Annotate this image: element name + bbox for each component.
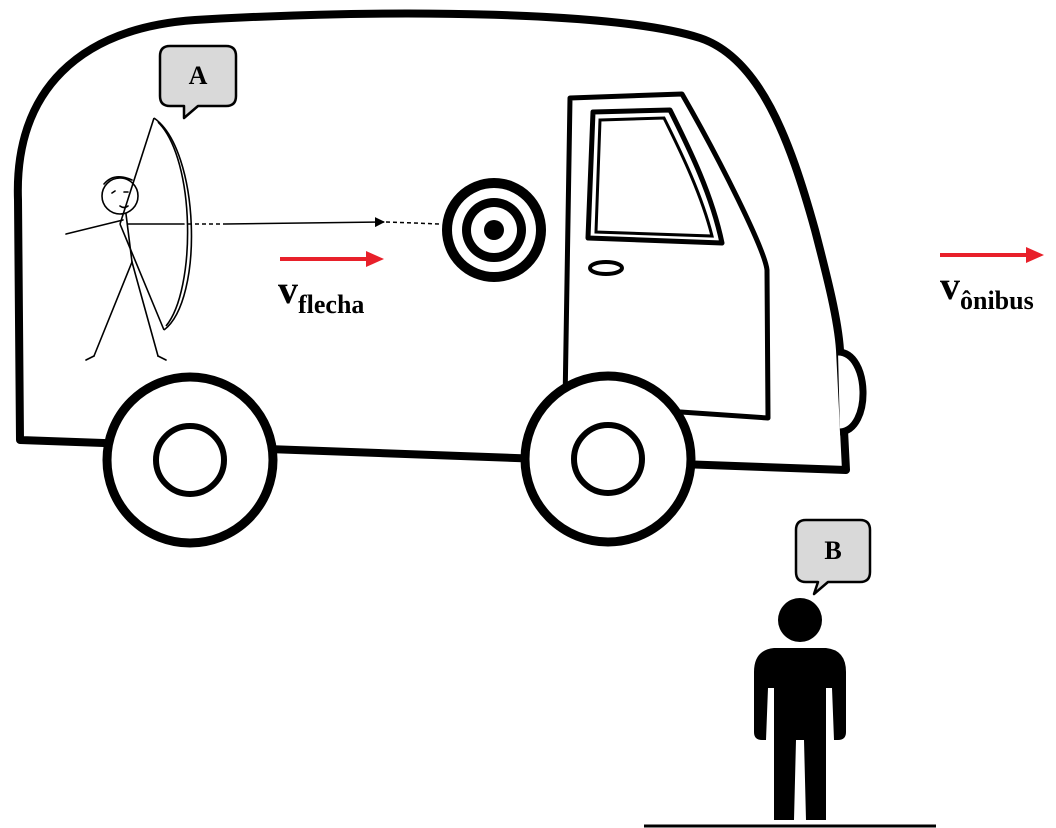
bow-icon bbox=[119, 117, 193, 331]
velocity-label-onibus: vônibus bbox=[940, 266, 1034, 314]
velocity-subscript-flecha: flecha bbox=[298, 290, 365, 319]
velocity-arrow-onibus bbox=[940, 247, 1044, 263]
target-icon bbox=[442, 178, 546, 282]
speech-bubble-b bbox=[794, 518, 872, 596]
arrow-trajectory-dashed-2 bbox=[385, 221, 441, 225]
velocity-arrow-flecha bbox=[280, 251, 384, 267]
velocity-subscript-onibus: ônibus bbox=[960, 286, 1034, 315]
speech-bubble-a bbox=[158, 44, 238, 120]
arrow-trajectory bbox=[224, 217, 385, 228]
archer-figure bbox=[65, 176, 185, 361]
velocity-symbol: v bbox=[278, 267, 298, 312]
observer-a-label: A bbox=[188, 61, 208, 90]
person-silhouette bbox=[754, 598, 846, 820]
door-handle bbox=[588, 260, 624, 276]
front-wheel bbox=[520, 371, 696, 547]
rear-wheel bbox=[102, 372, 278, 548]
bus-window bbox=[585, 107, 725, 246]
bus-window-inner bbox=[594, 116, 714, 238]
bus-bumper bbox=[837, 348, 867, 436]
observer-b-label: B bbox=[824, 536, 842, 565]
velocity-label-flecha: vflecha bbox=[278, 270, 364, 318]
velocity-symbol: v bbox=[940, 263, 960, 308]
